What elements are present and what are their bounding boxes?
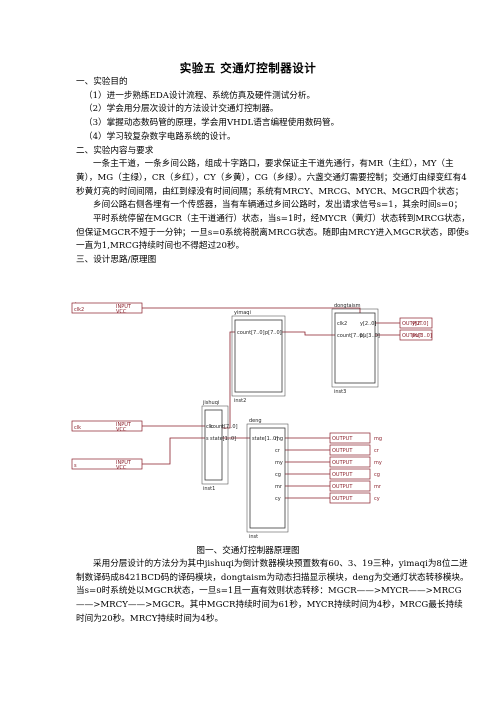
cg-pin-type: OUTPUT [332, 472, 353, 478]
s-label: s [74, 463, 77, 469]
deng-inst: inst [249, 534, 258, 540]
cy-out-label: cy [374, 496, 380, 502]
y-out-label: y[2..0] [412, 321, 428, 327]
clk-pin-type: INPUT [116, 422, 132, 428]
objective-item-4: （4）学习较复杂数字电路系统的设计。 [84, 131, 236, 142]
yimaqi-port-p: p[7..0] [265, 330, 282, 336]
yimaqi-frame [231, 315, 286, 397]
cr-pin-type: OUTPUT [332, 448, 353, 454]
clk2-pin-vcc: VCC [116, 309, 127, 315]
cg-out-label: cg [374, 472, 380, 478]
requirement-paragraph-3: 平时系统停留在MGCR（主干道通行）状态，当s=1时，经MYCR（黄灯）状态转到… [76, 214, 470, 252]
my-output-pin [329, 456, 371, 468]
deng-port-state: state[1..0] [252, 436, 278, 442]
deng-port-cy: cy [275, 496, 281, 502]
mg-out-label: mg [374, 436, 382, 442]
mr-pin-type: OUTPUT [332, 484, 353, 490]
section-1-heading: 一、实验目的 [76, 77, 128, 87]
jishuqi-port-s: s [206, 436, 209, 442]
design-paragraph: 采用分层设计的方法分为其中jishuqi为倒计数器模块预置数有60、3、19三种… [76, 559, 469, 624]
pu-out-label: pu[3..0] [412, 333, 432, 339]
deng-block [249, 427, 286, 529]
clk-input-pin [71, 420, 143, 432]
deng-port-my: my [275, 460, 283, 466]
deng-port-mg: mg [275, 436, 283, 442]
clk-pin-vcc: VCC [116, 427, 127, 433]
figure-caption: 图一、交通灯控制器原理图 [196, 546, 300, 556]
objective-item-1: （1）进一步熟练EDA设计流程、系统仿真及硬件测试分析。 [84, 90, 316, 101]
clk2-label: clk2 [74, 307, 84, 313]
cg-output-pin [329, 468, 371, 480]
deng-port-cg: cg [275, 472, 281, 478]
deng-name: deng [249, 418, 262, 424]
section-3-heading: 三、设计思路/原理图 [76, 255, 157, 266]
mr-out-label: mr [374, 484, 382, 490]
s-input-pin [71, 458, 143, 470]
jishuqi-inst: inst1 [203, 486, 215, 492]
jishuqi-frame [201, 405, 229, 485]
design-description: 采用分层设计的方法分为其中jishuqi为倒计数器模块预置数有60、3、19三种… [76, 558, 470, 627]
dongtaism-port-clk2: clk2 [337, 321, 347, 327]
section-2-heading: 二、实验内容与要求 [76, 145, 154, 156]
s-pin-vcc: VCC [116, 465, 127, 471]
requirement-paragraph-1: 一条主干道，一条乡间公路，组成十字路口，要求保证主干道先通行，有MR（主红），M… [76, 159, 467, 197]
cr-output-pin [329, 444, 371, 456]
clk2-pin-type: INPUT [116, 304, 132, 310]
yimaqi-inst: inst2 [234, 398, 246, 404]
yimaqi-block [234, 319, 283, 393]
wire-yimaqi-to-dongtaism [282, 331, 335, 336]
deng-port-cr: cr [275, 448, 281, 454]
deng-port-mr: mr [275, 484, 283, 490]
jishuqi-name: jishuqi [202, 400, 219, 406]
deng-frame [246, 423, 289, 533]
dongtaism-port-pu: pu[3..0] [360, 333, 380, 339]
mg-pin-type: OUTPUT [332, 436, 353, 442]
dongtaism-inst: inst3 [334, 389, 346, 395]
cy-output-pin [329, 492, 371, 504]
jishuqi-block [204, 409, 223, 481]
pu-output-pin [399, 329, 433, 341]
document-title: 实验五 交通灯控制器设计 [179, 61, 317, 75]
pu-pin-type: OUTPUT [402, 333, 423, 339]
dongtaism-name: dongtaism [334, 303, 361, 309]
jishuqi-port-state: state[1..0] [210, 436, 236, 442]
y-pin-type: OUTPUT [402, 321, 423, 327]
dongtaism-block [334, 312, 376, 384]
s-pin-type: INPUT [116, 460, 132, 466]
wire-count-bus [222, 331, 235, 429]
objective-item-2: （2）学会用分层次设计的方法设计交通灯控制器。 [84, 104, 279, 115]
dot-mark: · [75, 300, 77, 306]
objective-item-3: （3）掌握动态数码管的原理，学会用VHDL语言编程使用数码管。 [84, 118, 340, 129]
schematic-diagram: · clk2 INPUT VCC clk INPUT VCC s INPUT V… [71, 300, 433, 540]
mg-output-pin [329, 432, 371, 444]
requirement-paragraph-2: 乡间公路右侧各埋有一个传感器，当有车辆通过乡间公路时，发出请求信号s=1，其余时… [93, 200, 463, 211]
dongtaism-port-count: count[7..0] [337, 333, 365, 339]
yimaqi-name: yimaqi [234, 310, 251, 316]
wire-s [132, 437, 205, 465]
dongtaism-port-y: y[2..0] [360, 321, 376, 327]
clk2-input-pin [71, 302, 143, 314]
clk-label: clk [74, 425, 81, 431]
jishuqi-port-count: count[7..0] [210, 424, 238, 430]
dongtaism-frame [331, 308, 379, 388]
cy-pin-type: OUTPUT [332, 496, 353, 502]
mr-output-pin [329, 480, 371, 492]
yimaqi-port-count: count[7..0] [237, 330, 265, 336]
body-text: 一、实验目的 （1）进一步熟练EDA设计流程、系统仿真及硬件测试分析。 （2）学… [76, 76, 470, 268]
y-output-pin [399, 317, 433, 329]
my-out-label: my [374, 460, 382, 466]
jishuqi-port-clk: clk [206, 424, 213, 430]
my-pin-type: OUTPUT [332, 460, 353, 466]
cr-out-label: cr [374, 448, 380, 454]
